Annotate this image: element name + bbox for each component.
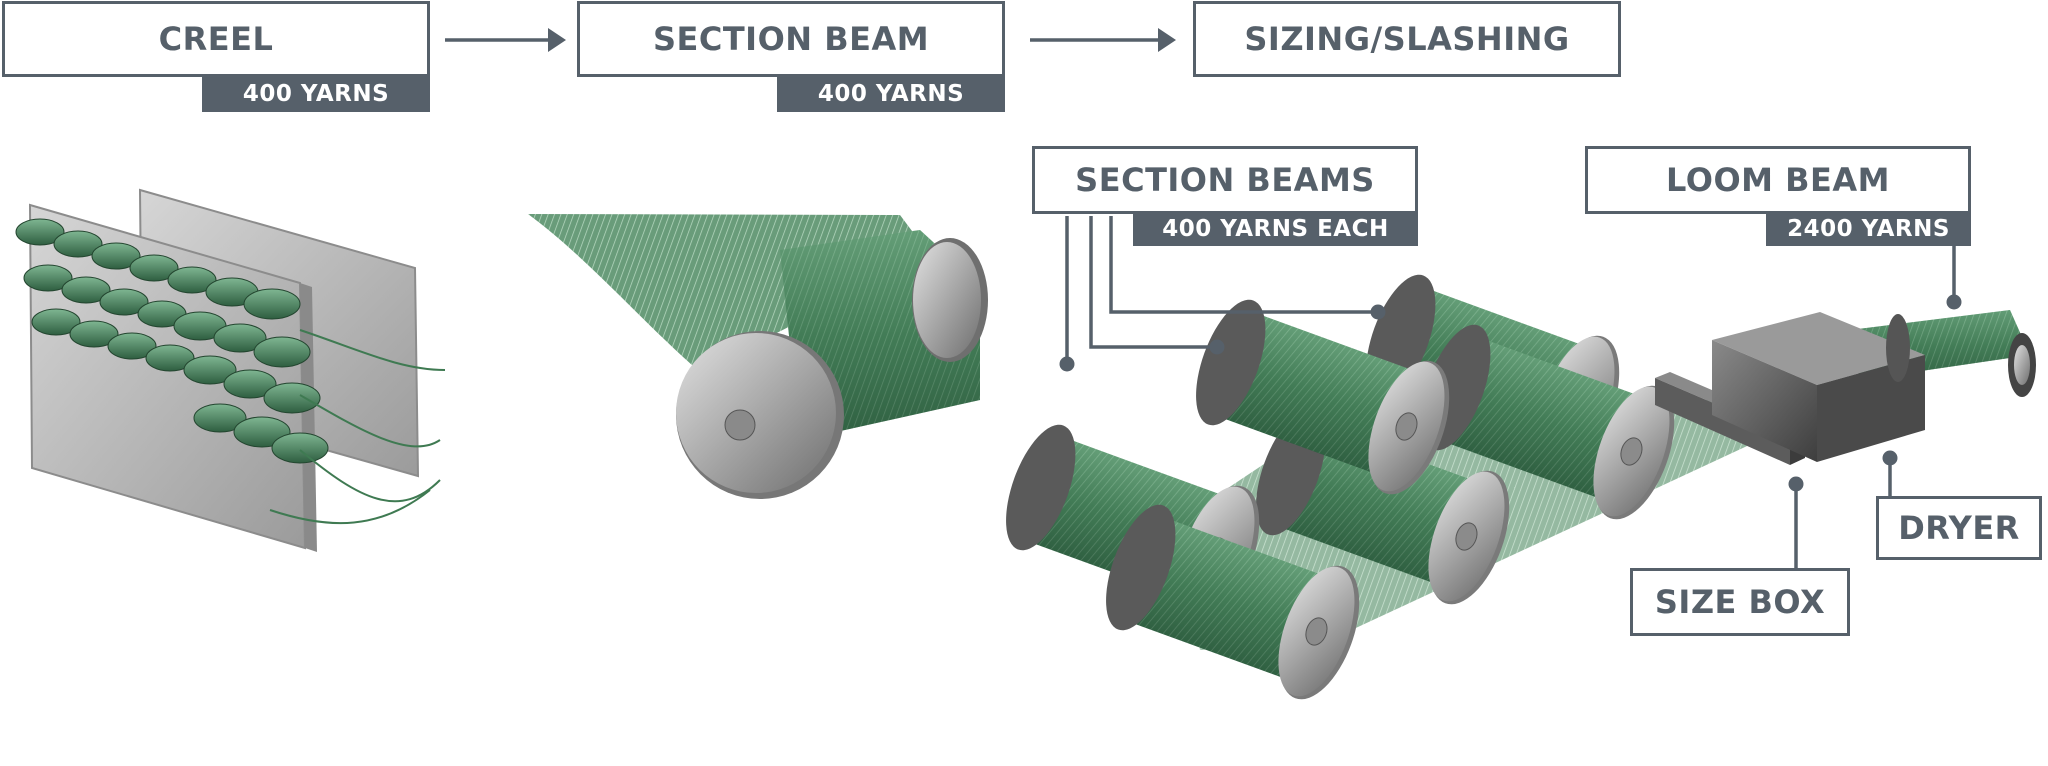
section-beams-leaders: [1065, 216, 1378, 362]
creel-illustration: [15, 188, 446, 552]
sizing-slashing-label: SIZING/SLASHING: [1193, 1, 1621, 77]
section-beams-yarn-count: 400 YARNS EACH: [1133, 212, 1418, 246]
section-beam-label: SECTION BEAM: [577, 1, 1005, 77]
creel-yarn-count: 400 YARNS: [202, 76, 430, 112]
loom-beam-yarn-count: 2400 YARNS: [1766, 212, 1971, 246]
dryer-label: DRYER: [1876, 496, 2042, 560]
creel-label: CREEL: [2, 1, 430, 77]
section-beams-label: SECTION BEAMS: [1032, 146, 1418, 214]
size-box-label: SIZE BOX: [1630, 568, 1850, 636]
sizing-machine-illustration: [989, 261, 2036, 711]
loom-beam-label: LOOM BEAM: [1585, 146, 1971, 214]
section-beam-yarn-count: 400 YARNS: [777, 76, 1005, 112]
section-beam-illustration: [528, 214, 988, 499]
